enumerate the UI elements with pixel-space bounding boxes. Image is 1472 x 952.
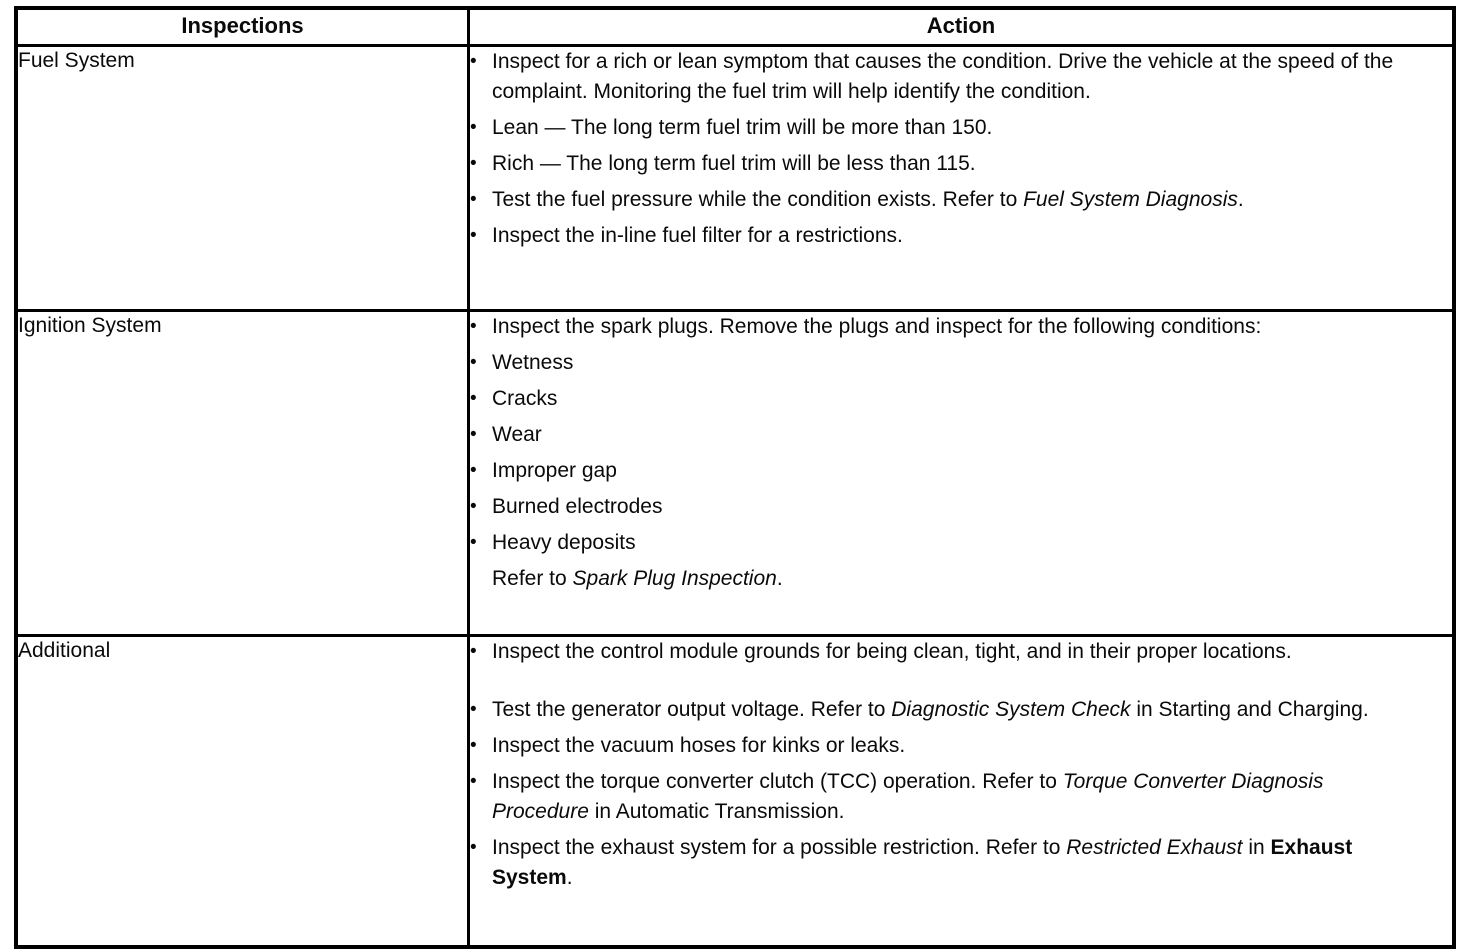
action-item: Refer to Spark Plug Inspection. [470,564,1452,594]
action-text: Wear [492,423,542,446]
action-item: • Test the generator output voltage. Refe… [470,695,1452,725]
inspections-action-table: Inspections Action Fuel System•Inspect f… [14,6,1456,949]
action-text: Refer to Spark Plug Inspection. [492,567,783,590]
action-text: Inspect the vacuum hoses for kinks or le… [492,734,906,757]
action-cell: • Inspect the control module grounds for … [467,634,1456,949]
table-row: Ignition System• Inspect the spark plugs.… [14,309,1456,637]
action-cell: • Inspect for a rich or lean symptom that… [467,44,1456,312]
inspection-label: Additional [14,634,470,949]
action-text: Lean — The long term fuel trim will be m… [492,116,993,139]
action-text: Test the generator output voltage. Refer… [492,698,1369,721]
action-cell: • Inspect the spark plugs. Remove the plu… [467,309,1456,637]
table-body: Fuel System•Inspect for a rich or lean s… [14,44,1456,949]
bullet-icon: • [470,837,477,858]
action-text: Inspect the in-line fuel filter for a re… [492,224,903,247]
action-text: Inspect the spark plugs. Remove the plug… [492,315,1262,338]
action-item: • Inspect the vacuum hoses for kinks or l… [470,731,1452,761]
action-text: Cracks [492,387,558,410]
action-item: • Inspect the torque converter clutch (TC… [470,767,1452,827]
action-item: • Lean — The long term fuel trim will be … [470,113,1452,143]
action-text: Improper gap [492,459,617,482]
action-item: • Test the fuel pressure while the condit… [470,185,1452,215]
action-item: • Cracks [470,384,1452,414]
bullet-icon: • [470,460,477,481]
action-text: Test the fuel pressure while the conditi… [492,188,1244,211]
column-header-inspections: Inspections [14,6,470,47]
action-text: Wetness [492,351,574,374]
action-item: • Heavy deposits [470,528,1452,558]
action-item: • Inspect the exhaust system for a possib… [470,833,1452,893]
bullet-icon: • [470,352,477,373]
inspection-label: Ignition System [14,309,470,637]
bullet-icon: • [470,699,477,720]
action-item: • Wetness [470,348,1452,378]
bullet-icon: • [470,424,477,445]
action-text: Inspect the control module grounds for b… [492,640,1292,663]
header-row: Inspections Action [14,6,1456,47]
action-text: Heavy deposits [492,531,636,554]
bullet-icon: • [470,735,477,756]
bullet-icon: • [470,496,477,517]
table-row: Additional• Inspect the control module gr… [14,634,1456,949]
action-item: • Inspect the control module grounds for … [470,637,1452,667]
action-text: Rich — The long term fuel trim will be l… [492,152,976,175]
bullet-icon: • [470,117,477,138]
action-item: • Improper gap [470,456,1452,486]
bullet-icon: • [470,153,477,174]
action-text: Inspect for a rich or lean symptom that … [492,50,1394,103]
action-item: • Wear [470,420,1452,450]
bullet-icon: • [470,641,477,662]
table-header: Inspections Action [14,6,1456,47]
bullet-icon: • [470,51,477,72]
bullet-icon: • [470,771,477,792]
action-text: Burned electrodes [492,495,663,518]
bullet-icon: • [470,532,477,553]
action-item: • Burned electrodes [470,492,1452,522]
action-item: • Inspect the spark plugs. Remove the plu… [470,312,1452,342]
inspection-label: Fuel System [14,44,470,312]
action-item: • Rich — The long term fuel trim will be … [470,149,1452,179]
bullet-icon: • [470,189,477,210]
table-row: Fuel System• Inspect for a rich or lean s… [14,44,1456,312]
action-item: • Inspect for a rich or lean symptom that… [470,47,1452,107]
column-header-action: Action [467,6,1456,47]
action-text: Inspect the torque converter clutch (TCC… [492,770,1324,823]
bullet-icon: • [470,316,477,337]
bullet-icon: • [470,388,477,409]
bullet-icon: • [470,225,477,246]
action-text: Inspect the exhaust system for a possibl… [492,836,1353,889]
action-item: • Inspect the in-line fuel filter for a r… [470,221,1452,251]
